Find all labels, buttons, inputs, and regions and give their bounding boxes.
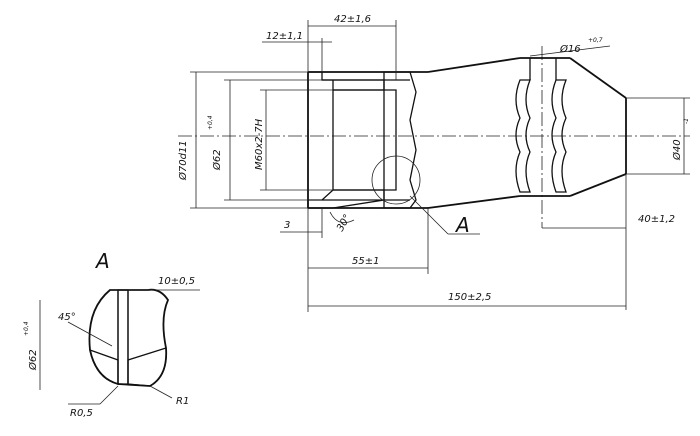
detail-dim-r1: R1 xyxy=(176,396,189,407)
dim-d16: Ø16 xyxy=(559,43,581,55)
detail-a-marker xyxy=(371,155,421,205)
main-part xyxy=(178,46,690,228)
dim-150: 150±2,5 xyxy=(448,292,491,303)
dim-55: 55±1 xyxy=(352,256,379,267)
dim-d40-tol: -1 xyxy=(683,118,690,124)
dimensions: 42±1,6 12±1,1 Ø16 +0,7 Ø70d11 Ø62 +0,4 M… xyxy=(177,14,690,312)
dim-30: 30° xyxy=(335,213,353,234)
detail-dim-d62: Ø62 xyxy=(27,349,39,371)
dim-d62: Ø62 xyxy=(211,149,223,171)
detail-dim-d62-tol: +0,4 xyxy=(23,321,30,336)
detail-dim-10: 10±0,5 xyxy=(158,276,195,287)
dim-12: 12±1,1 xyxy=(266,31,303,42)
dim-d62-tol: +0,4 xyxy=(207,115,214,130)
dim-3: 3 xyxy=(284,220,290,231)
dim-m60: M60x2-7H xyxy=(254,118,265,170)
dim-40-12: 40±1,2 xyxy=(638,214,675,225)
dim-d16-tol: +0,7 xyxy=(588,37,603,44)
dim-42: 42±1,6 xyxy=(334,14,371,25)
detail-a-label: A xyxy=(94,249,110,273)
callout-a: A xyxy=(454,213,470,237)
dim-d70: Ø70d11 xyxy=(177,140,189,181)
detail-dim-r05: R0,5 xyxy=(70,408,93,419)
dim-d40: Ø40 xyxy=(671,139,683,161)
detail-a: A 10±0,5 45° Ø62 +0,4 R0,5 R1 xyxy=(23,249,200,419)
detail-dim-45: 45° xyxy=(58,312,76,323)
